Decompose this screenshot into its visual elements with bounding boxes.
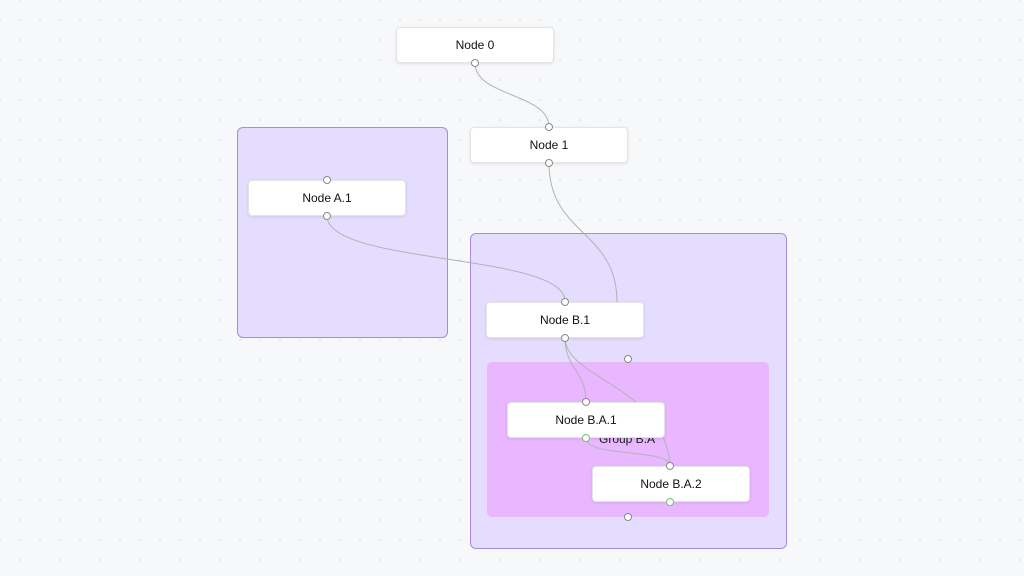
- node-0[interactable]: Node 0: [396, 27, 554, 63]
- node-b1-target-handle[interactable]: [561, 298, 569, 306]
- node-1-label: Node 1: [529, 138, 569, 152]
- node-ba1-label: Node B.A.1: [555, 413, 617, 427]
- edge-node0-node1: [474, 62, 550, 128]
- node-ba1-target-handle[interactable]: [582, 398, 590, 406]
- node-b1[interactable]: Node B.1: [486, 302, 644, 338]
- node-a1-source-handle[interactable]: [323, 212, 331, 220]
- group-a[interactable]: [237, 127, 448, 338]
- node-a1-label: Node A.1: [302, 191, 352, 205]
- node-a1-target-handle[interactable]: [323, 176, 331, 184]
- group-b-inner-handle[interactable]: [624, 355, 632, 363]
- node-ba2[interactable]: Node B.A.2: [592, 466, 750, 502]
- node-b1-source-handle[interactable]: [561, 334, 569, 342]
- node-0-source-handle[interactable]: [471, 59, 479, 67]
- node-1-target-handle[interactable]: [545, 123, 553, 131]
- node-ba1[interactable]: Node B.A.1: [507, 402, 665, 438]
- node-1[interactable]: Node 1: [470, 127, 628, 163]
- node-ba2-target-handle[interactable]: [666, 462, 674, 470]
- node-0-label: Node 0: [455, 38, 495, 52]
- node-b1-label: Node B.1: [539, 313, 591, 327]
- node-a1[interactable]: Node A.1: [248, 180, 406, 216]
- group-b-source-handle[interactable]: [624, 513, 632, 521]
- node-ba1-source-handle[interactable]: [582, 434, 590, 442]
- node-ba2-source-handle[interactable]: [666, 498, 674, 506]
- node-1-source-handle[interactable]: [545, 159, 553, 167]
- node-ba2-label: Node B.A.2: [640, 477, 702, 491]
